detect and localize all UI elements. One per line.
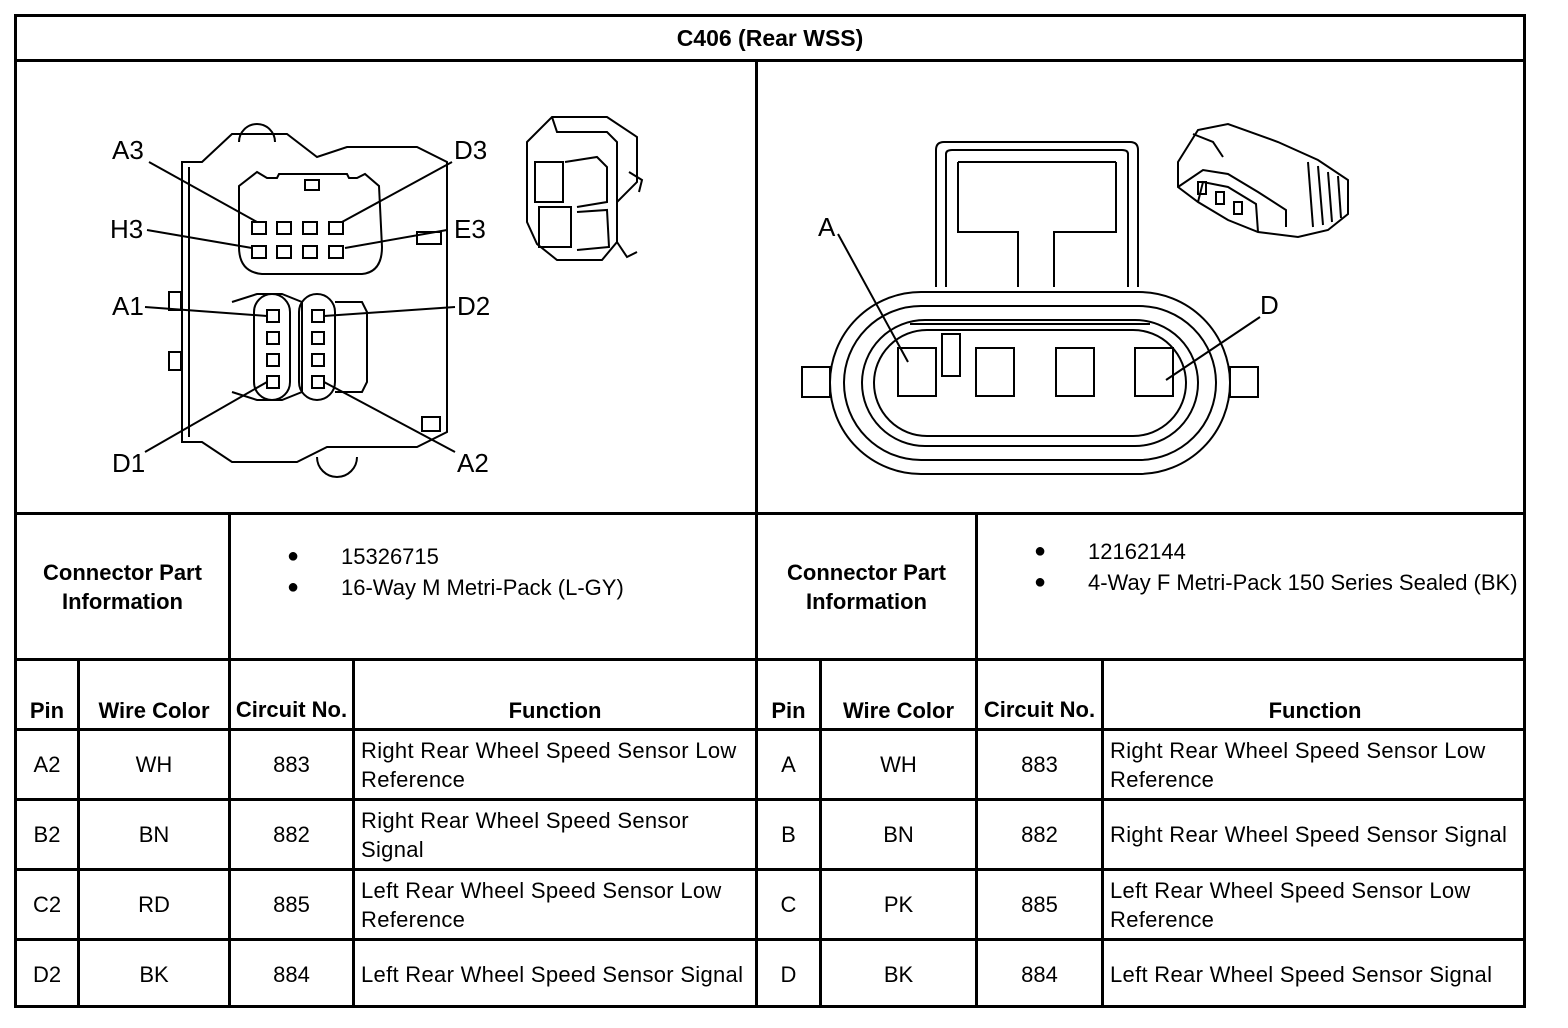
function-cell: Left Rear Wheel Speed Sensor Low Referen…: [361, 877, 722, 932]
pin-labels: A3 D3 H3 E3 A1 D2 D1 A2: [110, 135, 490, 478]
divider: [819, 658, 822, 1008]
bullet-icon: ●: [1034, 570, 1047, 593]
connector-4way-diagram: A D: [801, 122, 1349, 475]
bullet-icon: ●: [287, 575, 300, 598]
pin-cell: B: [781, 821, 796, 847]
right-connector-info-list: ● 12162144 ● 4-Way F Metri-Pack 150 Seri…: [978, 515, 1526, 658]
function-cell: Right Rear Wheel Speed Sensor Low Refere…: [361, 737, 737, 792]
col-header-function: Function: [508, 698, 602, 723]
wire-color-cell: WH: [135, 751, 173, 777]
label-d3: D3: [454, 135, 487, 165]
list-item: ● 12162144: [1034, 536, 1518, 567]
wire-color-cell: WH: [880, 751, 917, 777]
pin-labels: A D: [818, 212, 1279, 320]
label-a1: A1: [112, 291, 144, 321]
divider: [14, 868, 1526, 871]
label-d1: D1: [112, 448, 145, 478]
pin-cell: D2: [32, 961, 62, 987]
right-connector-info-header: Connector Part Information: [787, 559, 946, 614]
col-header-circuit-no: Circuit No.: [983, 697, 1096, 722]
part-number: 12162144: [1088, 538, 1186, 564]
function-cell: Left Rear Wheel Speed Sensor Signal: [361, 962, 744, 987]
pin-cell: C: [780, 891, 797, 917]
function-cell: Right Rear Wheel Speed Sensor Low Refere…: [1110, 737, 1486, 792]
label-d: D: [1260, 290, 1279, 320]
function-cell: Right Rear Wheel Speed Sensor Signal: [1110, 822, 1508, 847]
col-header-function: Function: [1268, 698, 1362, 723]
bullet-icon: ●: [1034, 539, 1047, 562]
label-a: A: [818, 212, 836, 242]
function-cell: Left Rear Wheel Speed Sensor Low Referen…: [1110, 877, 1471, 932]
circuit-cell: 884: [273, 961, 310, 987]
wire-color-cell: BN: [138, 821, 170, 847]
col-header-wire-color: Wire Color: [98, 698, 210, 723]
divider: [14, 728, 1526, 731]
connector-c406-16way-diagram: A3 D3 H3 E3 A1 D2 D1 A2: [110, 116, 644, 478]
circuit-cell: 882: [1021, 821, 1058, 847]
bullet-icon: ●: [287, 544, 300, 567]
divider: [228, 512, 231, 1008]
pin-cell: A2: [33, 751, 61, 777]
col-header-pin: Pin: [771, 698, 806, 723]
list-item: ● 16-Way M Metri-Pack (L-GY): [287, 572, 745, 603]
circuit-cell: 884: [1021, 961, 1058, 987]
pin-cell: B2: [33, 821, 61, 847]
divider: [975, 512, 978, 1008]
divider: [1101, 658, 1104, 1008]
label-d2: D2: [457, 291, 490, 321]
wire-color-cell: RD: [138, 891, 170, 917]
function-cell: Right Rear Wheel Speed Sensor Signal: [361, 807, 689, 862]
circuit-cell: 883: [273, 751, 310, 777]
divider: [14, 798, 1526, 801]
col-header-pin: Pin: [29, 698, 65, 723]
col-header-circuit-no: Circuit No.: [235, 697, 348, 722]
divider: [352, 658, 355, 1008]
part-description: 4-Way F Metri-Pack 150 Series Sealed (BK…: [1088, 569, 1518, 595]
wire-color-cell: BN: [883, 821, 914, 847]
circuit-cell: 885: [273, 891, 310, 917]
function-cell: Left Rear Wheel Speed Sensor Signal: [1110, 962, 1493, 987]
label-a3: A3: [112, 135, 144, 165]
left-connector-info-list: ● 15326715 ● 16-Way M Metri-Pack (L-GY): [231, 515, 755, 658]
part-number: 15326715: [341, 543, 439, 569]
circuit-cell: 882: [273, 821, 310, 847]
divider: [14, 59, 1526, 62]
list-item: ● 15326715: [287, 541, 745, 572]
divider: [755, 59, 758, 1008]
label-a2: A2: [457, 448, 489, 478]
col-header-wire-color: Wire Color: [842, 698, 955, 723]
connector-table-frame: [14, 14, 1526, 1008]
page-title: C406 (Rear WSS): [676, 24, 864, 51]
list-item: ● 4-Way F Metri-Pack 150 Series Sealed (…: [1034, 567, 1518, 598]
divider: [77, 658, 80, 1008]
wire-color-cell: PK: [883, 891, 914, 917]
pin-cell: A: [781, 751, 796, 777]
pin-cell: D: [780, 961, 797, 987]
wire-color-cell: BK: [883, 961, 914, 987]
label-e3: E3: [454, 214, 486, 244]
label-h3: H3: [110, 214, 143, 244]
divider: [14, 512, 1526, 515]
pin-cell: C2: [32, 891, 62, 917]
left-connector-info-header: Connector Part Information: [43, 559, 202, 614]
divider: [14, 658, 1526, 661]
circuit-cell: 885: [1021, 891, 1058, 917]
part-description: 16-Way M Metri-Pack (L-GY): [341, 574, 624, 600]
circuit-cell: 883: [1021, 751, 1058, 777]
wire-color-cell: BK: [139, 961, 169, 987]
divider: [14, 938, 1526, 941]
